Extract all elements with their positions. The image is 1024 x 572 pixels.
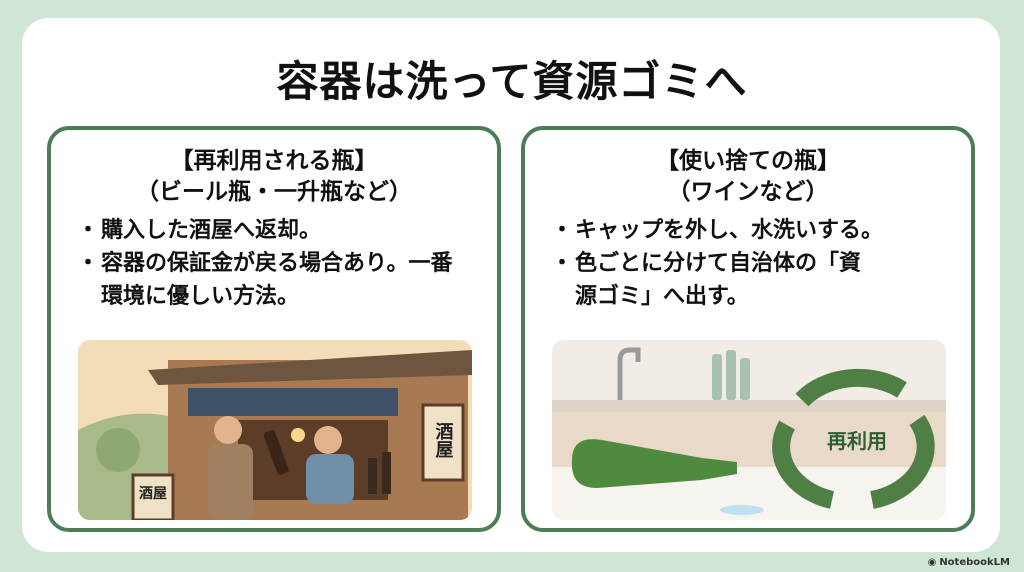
bullet-text: 購入した酒屋へ返却。 <box>101 218 322 243</box>
liquor-shop-illustration: 酒屋 酒屋 <box>78 340 472 520</box>
bullet: ・ <box>551 218 574 243</box>
bullet: ・ <box>77 218 100 243</box>
list-item: ・色ごとに分けて自治体の「資源ゴミ」へ出す。 <box>551 247 971 313</box>
panel-heading: 【使い捨ての瓶】 （ワインなど） <box>525 146 971 208</box>
bullet-text: キャップを外し、水洗いする。 <box>575 218 884 243</box>
subheading: （ワインなど） <box>667 179 829 205</box>
bullet: ・ <box>77 251 100 276</box>
shop-sign: 酒屋 <box>433 421 454 459</box>
list-item: ・キャップを外し、水洗いする。 <box>551 214 971 247</box>
brand-text: NotebookLM <box>939 557 1010 568</box>
bullet-list: ・購入した酒屋へ返却。 ・容器の保証金が戻る場合あり。一番環境に優しい方法。 <box>77 214 497 313</box>
panel-heading: 【再利用される瓶】 （ビール瓶・一升瓶など） <box>51 146 497 208</box>
notebooklm-logo: ◉NotebookLM <box>928 557 1010 568</box>
recycling-illustration: 再利用 <box>552 340 946 520</box>
reusable-bottle-panel: 【再利用される瓶】 （ビール瓶・一升瓶など） ・購入した酒屋へ返却。 ・容器の保証… <box>47 126 501 532</box>
disposable-bottle-panel: 【使い捨ての瓶】 （ワインなど） ・キャップを外し、水洗いする。 ・色ごとに分けて… <box>521 126 975 532</box>
heading: 【使い捨ての瓶】 <box>656 148 840 174</box>
stand-sign: 酒屋 <box>139 486 167 502</box>
heading: 【再利用される瓶】 <box>170 148 378 174</box>
bullet-list: ・キャップを外し、水洗いする。 ・色ごとに分けて自治体の「資源ゴミ」へ出す。 <box>551 214 971 313</box>
notebooklm-icon: ◉ <box>927 557 937 568</box>
recycle-label: 再利用 <box>827 429 887 453</box>
subheading: （ビール瓶・一升瓶など） <box>136 179 412 205</box>
bullet-text: 色ごとに分けて自治体の「資源ゴミ」へ出す。 <box>575 251 862 309</box>
bullet: ・ <box>551 251 574 276</box>
list-item: ・容器の保証金が戻る場合あり。一番環境に優しい方法。 <box>77 247 497 313</box>
slide-title: 容器は洗って資源ゴミへ <box>276 57 748 106</box>
bullet-text: 容器の保証金が戻る場合あり。一番環境に優しい方法。 <box>101 251 453 309</box>
list-item: ・購入した酒屋へ返却。 <box>77 214 497 247</box>
